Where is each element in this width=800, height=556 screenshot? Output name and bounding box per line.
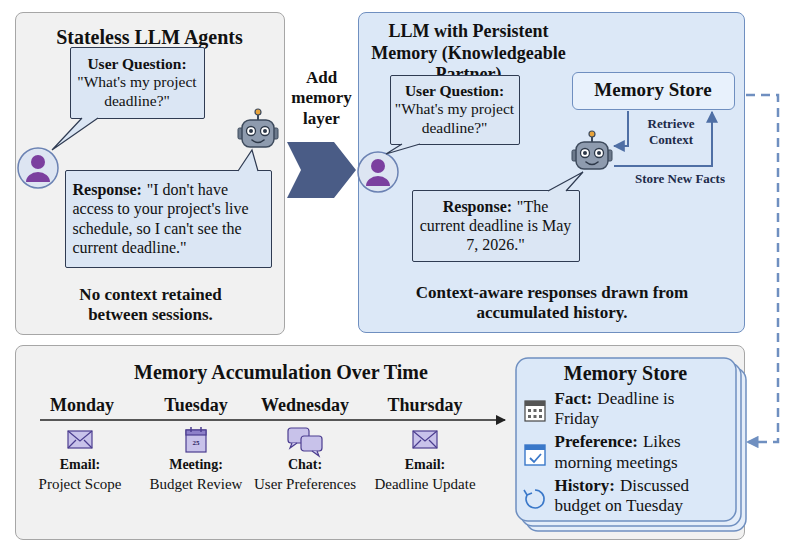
timeline-panel: Memory Accumulation Over TimeMemory Stor…: [15, 345, 745, 540]
email-icon: [413, 431, 437, 448]
bubble-text: "What's my project deadline?": [75, 73, 200, 110]
panel-caption: Context-aware responses drawn from accum…: [387, 283, 717, 324]
response-heading: Response:: [443, 198, 512, 215]
store-arrow: [614, 112, 712, 166]
bubble-text: "What's my project deadline?": [395, 100, 515, 137]
speech-bubble: User Question:"What's my project deadlin…: [70, 47, 205, 119]
history-icon: [524, 490, 544, 508]
diagram-label: Chat:: [255, 457, 355, 474]
diagram-label: Email:: [375, 457, 475, 474]
robot-icon: [572, 131, 612, 169]
bubble-tail: [238, 150, 258, 171]
user-avatar: [18, 148, 58, 188]
panel-title: Stateless LLM Agents: [16, 25, 283, 49]
email-icon: [68, 431, 92, 448]
diagram-label: Meeting:: [146, 457, 246, 474]
response-bubble: Response:"The current deadline is May 7,…: [412, 190, 580, 262]
retrieve-arrow: [614, 111, 628, 146]
speech-bubble: User Question:"What's my project deadlin…: [390, 75, 520, 145]
response-heading: Response:: [73, 181, 142, 198]
diagram-label: Email:: [30, 457, 130, 474]
diagram-label: Project Scope: [20, 475, 140, 493]
response-bubble: Response:"I don't have access to your pr…: [65, 170, 272, 268]
panel-caption: No context retained between sessions.: [48, 285, 253, 326]
memory-kind: Fact:: [555, 389, 593, 408]
preference-icon: [525, 445, 545, 465]
calendar-icon: [186, 427, 206, 452]
diagram-label: Tuesday: [141, 395, 251, 417]
bubble-heading: User Question:: [87, 55, 186, 74]
dashed-arrow: [746, 95, 778, 442]
timeline-axis: [40, 419, 505, 421]
memory-kind: Preference:: [555, 432, 638, 451]
edge-label: Add memory layer: [287, 68, 357, 129]
diagram-label: User Preferences: [240, 475, 370, 493]
chevron-arrow: [287, 142, 356, 198]
diagram-label: Store New Facts: [620, 171, 740, 187]
robot-icon: [238, 109, 278, 147]
diagram-label: Budget Review: [136, 475, 256, 493]
bubble-tail: [52, 118, 98, 150]
stack-title: Memory Store: [515, 361, 737, 385]
memory-store-stack: Memory StoreFact:Deadline is FridayPrefe…: [515, 357, 737, 522]
bubble-heading: User Question:: [405, 82, 504, 101]
fact-icon: [525, 401, 545, 421]
chat-icon: [288, 428, 322, 456]
panel: Stateless LLM Agents No context retained …: [15, 12, 285, 335]
diagram-label: Monday: [27, 395, 137, 417]
diagram-label: Thursday: [370, 395, 480, 417]
bubble-tail: [548, 172, 583, 191]
diagram-label: Deadline Update: [360, 475, 490, 493]
panel-title: Memory Accumulation Over Time: [16, 360, 546, 384]
bubble-tail: [386, 144, 420, 154]
memory-store-box: Memory Store: [572, 72, 735, 110]
user-avatar: [358, 152, 398, 192]
diagram-label: 25: [186, 439, 206, 447]
memory-kind: History:: [555, 476, 615, 495]
diagram-label: Wednesday: [245, 395, 365, 417]
bubble-heading: Memory Store: [594, 79, 711, 102]
diagram-label: Retrieve Context: [638, 116, 704, 147]
